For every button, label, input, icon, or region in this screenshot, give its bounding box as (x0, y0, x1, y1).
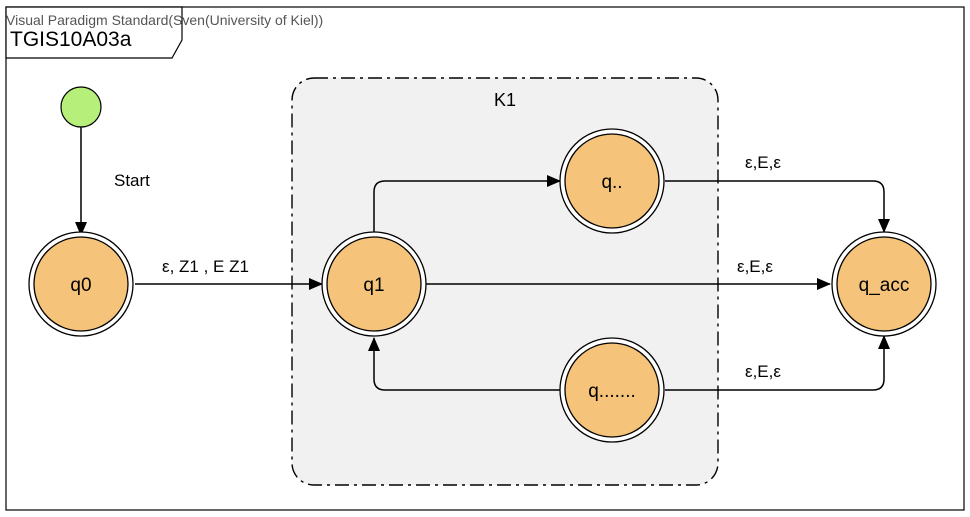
initial-node[interactable] (60, 86, 102, 128)
state-q-acc[interactable]: q_acc (831, 231, 937, 337)
transition-qdots7-qacc (665, 335, 890, 391)
state-q0-label: q0 (70, 275, 91, 296)
state-q-dots-2-label: q.. (601, 172, 622, 193)
state-q-acc-label: q_acc (859, 275, 910, 296)
watermark-text: Visual Paradigm Standard(Sven(University… (6, 12, 323, 28)
state-q-dots-7[interactable]: q....... (559, 337, 665, 443)
state-q-dots-7-label: q....... (588, 381, 636, 402)
transition-qdots7-q1 (368, 337, 560, 391)
state-q-dots-2[interactable]: q.. (559, 128, 665, 234)
start-label: Start (114, 171, 150, 190)
transition-label-qdots2-qacc: ε,E,ε (745, 153, 781, 172)
transition-label-q0-q1: ε, Z1 , E Z1 (162, 257, 249, 276)
state-q1[interactable]: q1 (321, 231, 427, 337)
region-k1-label: K1 (494, 90, 516, 110)
state-q0[interactable]: q0 (28, 231, 134, 337)
frame-title: TGIS10A03a (10, 28, 132, 51)
transition-label-q1-qacc: ε,E,ε (737, 257, 773, 276)
transition-q1-qdots2 (373, 175, 561, 232)
transition-label-qdots7-qacc: ε,E,ε (745, 362, 781, 381)
state-q1-label: q1 (363, 275, 384, 296)
frame-title-tab (5, 6, 183, 59)
transition-qdots2-qacc (665, 180, 890, 233)
